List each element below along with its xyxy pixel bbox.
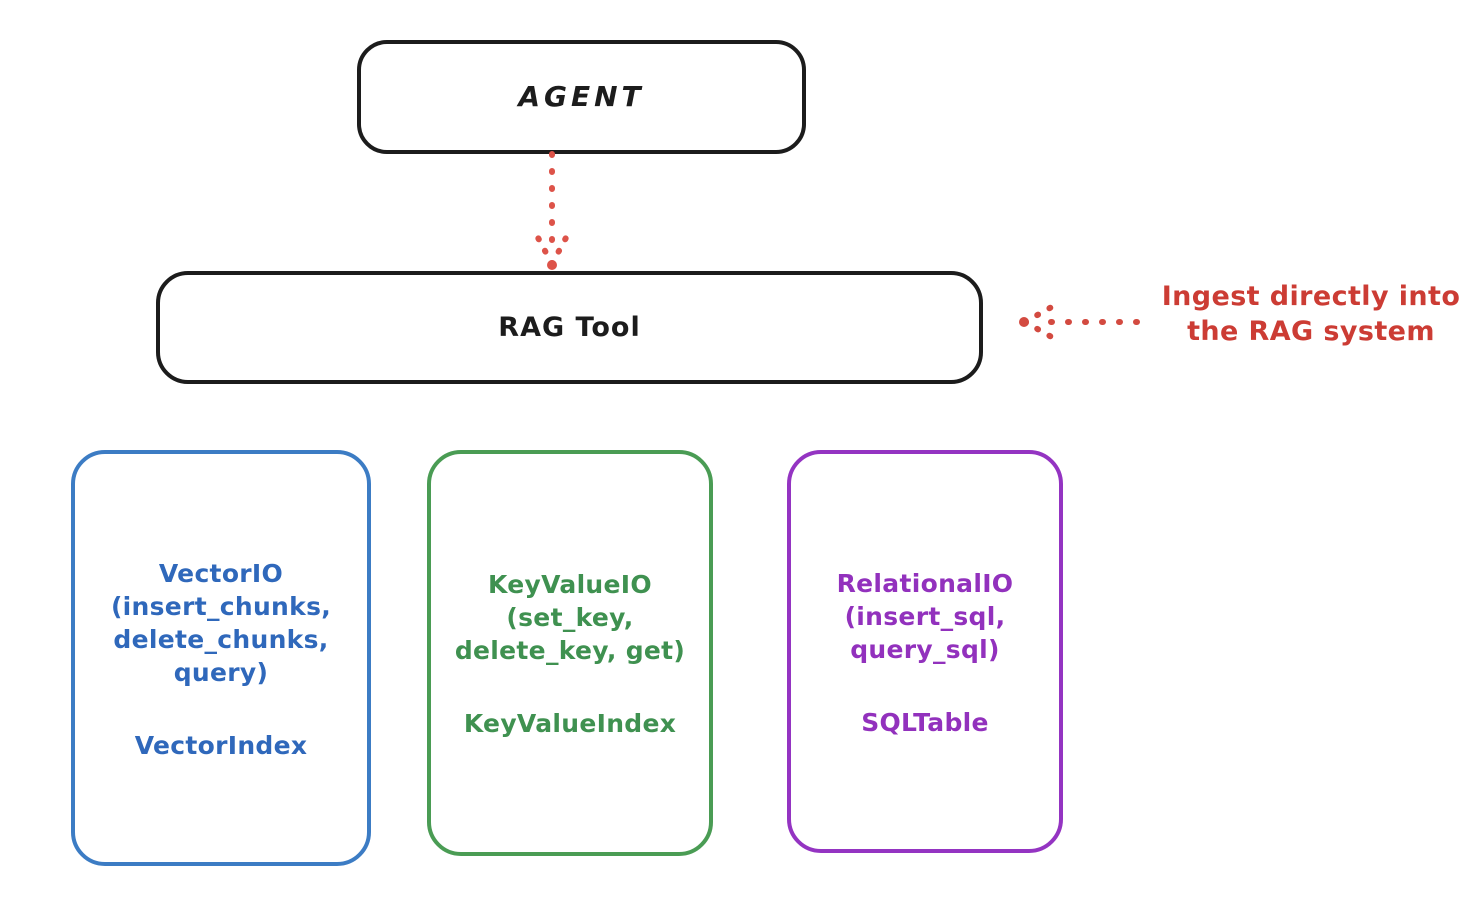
node-relational-io-index: SQLTable <box>861 707 989 737</box>
node-agent-label: AGENT <box>518 79 645 113</box>
node-vector-io-index: VectorIndex <box>134 730 308 760</box>
node-rag-tool-label: RAG Tool <box>498 311 641 343</box>
node-rag-tool[interactable]: RAG Tool <box>156 271 983 384</box>
dotted-arrow-down-icon <box>533 151 571 270</box>
node-vector-io-title: VectorIO (insert_chunks, delete_chunks, … <box>110 558 332 687</box>
connector-ingest-arrow <box>1015 296 1140 348</box>
node-key-value-io[interactable]: KeyValueIO (set_key, delete_key, get) Ke… <box>427 450 713 856</box>
node-key-value-io-index: KeyValueIndex <box>463 709 677 738</box>
node-vector-io[interactable]: VectorIO (insert_chunks, delete_chunks, … <box>71 450 371 866</box>
annotation-ingest-note: Ingest directly into the RAG system <box>1161 281 1461 347</box>
node-agent[interactable]: AGENT <box>357 40 806 154</box>
node-relational-io[interactable]: RelationalIO (insert_sql, query_sql) SQL… <box>787 450 1063 853</box>
connector-agent-to-rag-tool <box>516 151 588 274</box>
dotted-arrow-left-icon <box>1019 301 1140 343</box>
node-key-value-io-title: KeyValueIO (set_key, delete_key, get) <box>454 570 686 665</box>
node-relational-io-title: RelationalIO (insert_sql, query_sql) <box>836 568 1014 664</box>
